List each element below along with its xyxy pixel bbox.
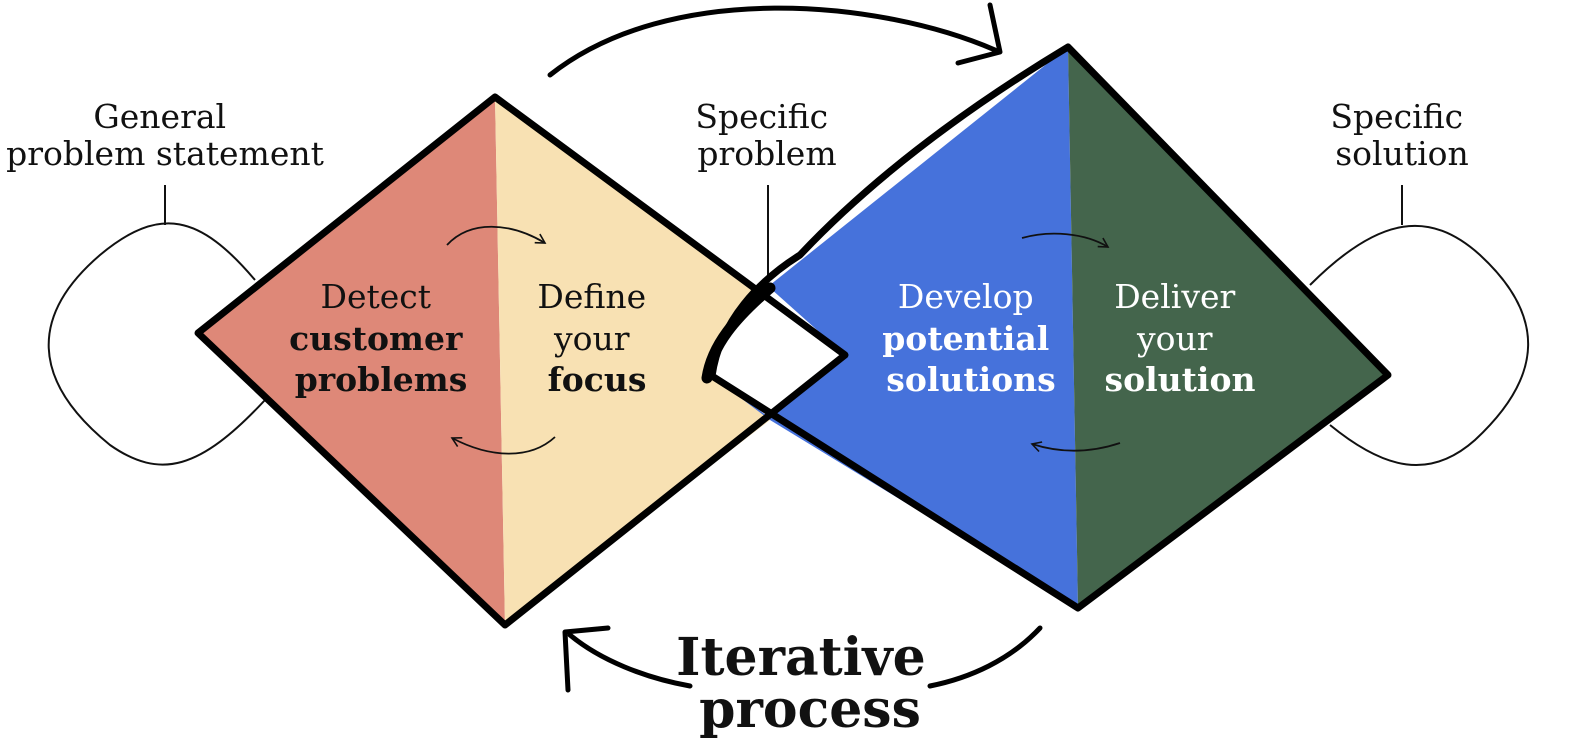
left-diamond-outline bbox=[194, 93, 849, 629]
top-arrowhead-icon bbox=[955, 2, 1003, 66]
right-diamond-stroke-accent bbox=[701, 282, 776, 384]
specific-solution-label: Specific solution bbox=[1330, 97, 1473, 173]
general-problem-label: General problem statement bbox=[6, 97, 324, 173]
define-arrow bbox=[446, 225, 547, 246]
develop-phase-label: Develop potential solutions bbox=[882, 277, 1060, 399]
deliver-quadrant bbox=[1068, 47, 1388, 608]
iterative-process-label: Iterative process bbox=[676, 627, 944, 740]
bottom-arrowhead-icon bbox=[562, 625, 611, 693]
define-phase-label: Define your focus bbox=[537, 277, 656, 399]
develop-quadrant bbox=[710, 47, 1078, 608]
top-arc-arrow bbox=[547, 5, 998, 78]
define-quadrant bbox=[495, 97, 845, 625]
overlap-gap bbox=[712, 288, 845, 418]
bottom-arc-arrow-left bbox=[567, 632, 693, 689]
left-outline-lobe bbox=[47, 222, 266, 466]
detect-phase-label: Detect customer problems bbox=[289, 277, 473, 399]
bottom-arc-arrow-right bbox=[927, 625, 1043, 689]
specific-problem-label: Specific problem bbox=[695, 97, 838, 173]
right-outline-lobe bbox=[1309, 224, 1530, 467]
deliver-arrow bbox=[1021, 232, 1110, 248]
detect-return-arrow bbox=[450, 436, 556, 455]
develop-return-arrow bbox=[1030, 441, 1121, 453]
detect-quadrant bbox=[198, 97, 505, 625]
deliver-phase-label: Deliver your solution bbox=[1105, 277, 1256, 399]
